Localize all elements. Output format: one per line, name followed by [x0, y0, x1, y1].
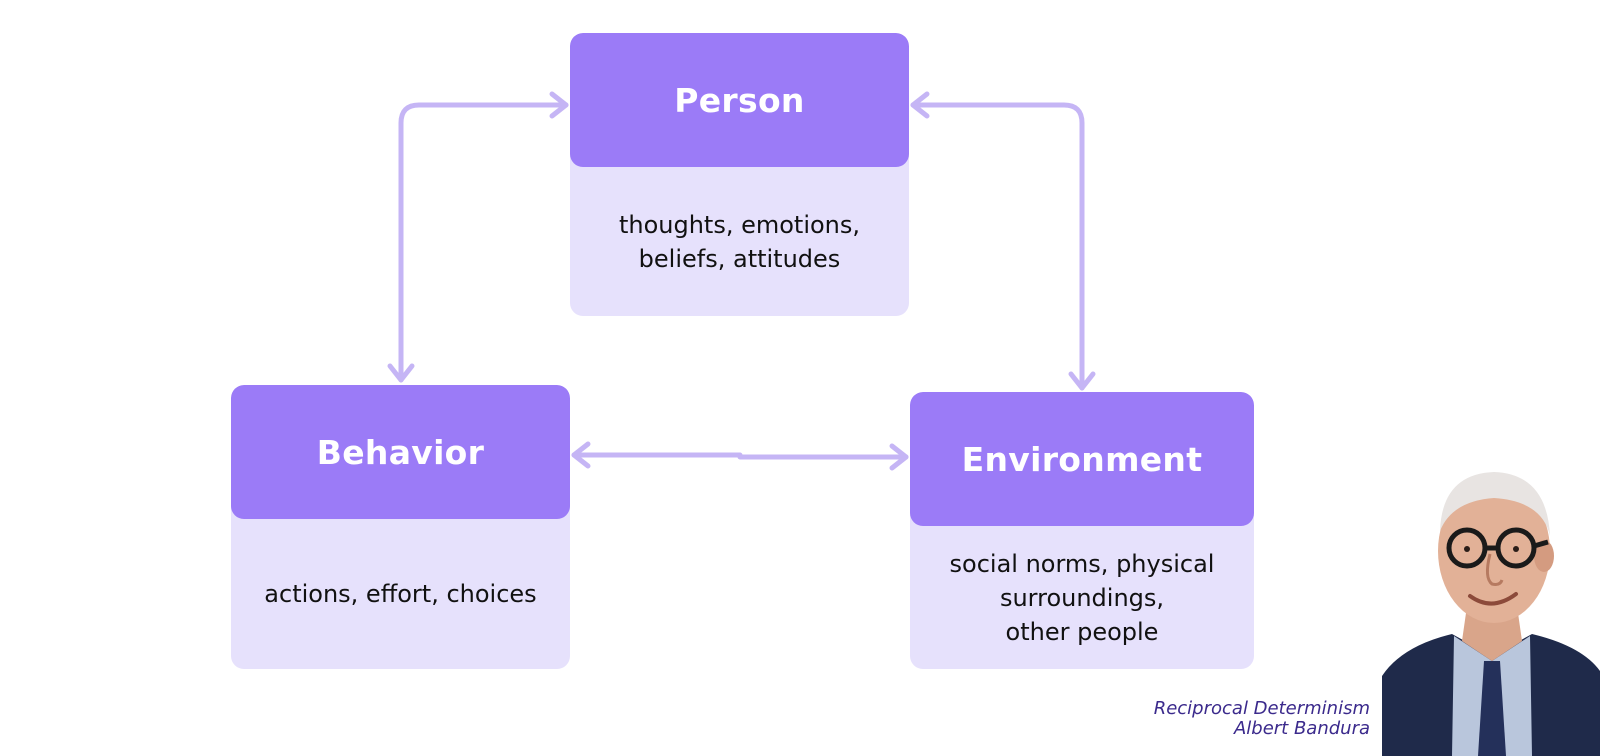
arrowhead-to-environment [1068, 371, 1096, 391]
portrait-smile [1468, 592, 1518, 606]
arrow-person-environment [910, 102, 1085, 391]
caption-title: Reciprocal Determinism [1153, 698, 1370, 719]
environment-description-line: social norms, physical [949, 549, 1215, 578]
arrowhead-to-person [549, 91, 569, 119]
caption: Reciprocal Determinism Albert Bandura [1154, 699, 1370, 739]
arrowhead-to-behavior-left [571, 441, 591, 469]
behavior-title: Behavior [231, 385, 570, 519]
environment-description: social norms, physical surroundings, oth… [910, 526, 1254, 669]
arrowhead-to-behavior [387, 363, 415, 383]
environment-description-line: other people [1005, 617, 1159, 646]
person-description-line: beliefs, attitudes [638, 244, 841, 273]
environment-description-line: surroundings, [999, 583, 1165, 612]
behavior-description-line: actions, effort, choices [264, 580, 537, 608]
portrait-face [1438, 479, 1550, 623]
portrait-photo [1382, 472, 1600, 756]
environment-node: Environment social norms, physical surro… [910, 392, 1254, 669]
portrait-glasses [1446, 527, 1549, 569]
arrow-behavior-person [398, 102, 569, 383]
behavior-description: actions, effort, choices [231, 519, 570, 669]
arrow-behavior-environment [571, 452, 909, 460]
behavior-node: Behavior actions, effort, choices [231, 385, 570, 669]
person-node: Person thoughts, emotions, beliefs, atti… [570, 33, 909, 316]
portrait-ear [1534, 540, 1554, 572]
caption-author: Albert Bandura [1233, 718, 1370, 739]
person-description: thoughts, emotions, beliefs, attitudes [570, 167, 909, 316]
portrait-tie [1478, 661, 1506, 756]
environment-title: Environment [910, 392, 1254, 526]
portrait-hair [1440, 472, 1550, 536]
person-description-line: thoughts, emotions, [618, 210, 861, 239]
person-title: Person [570, 33, 909, 167]
arrowhead-to-person-right [910, 91, 930, 119]
arrowhead-to-environment-left [889, 443, 909, 471]
